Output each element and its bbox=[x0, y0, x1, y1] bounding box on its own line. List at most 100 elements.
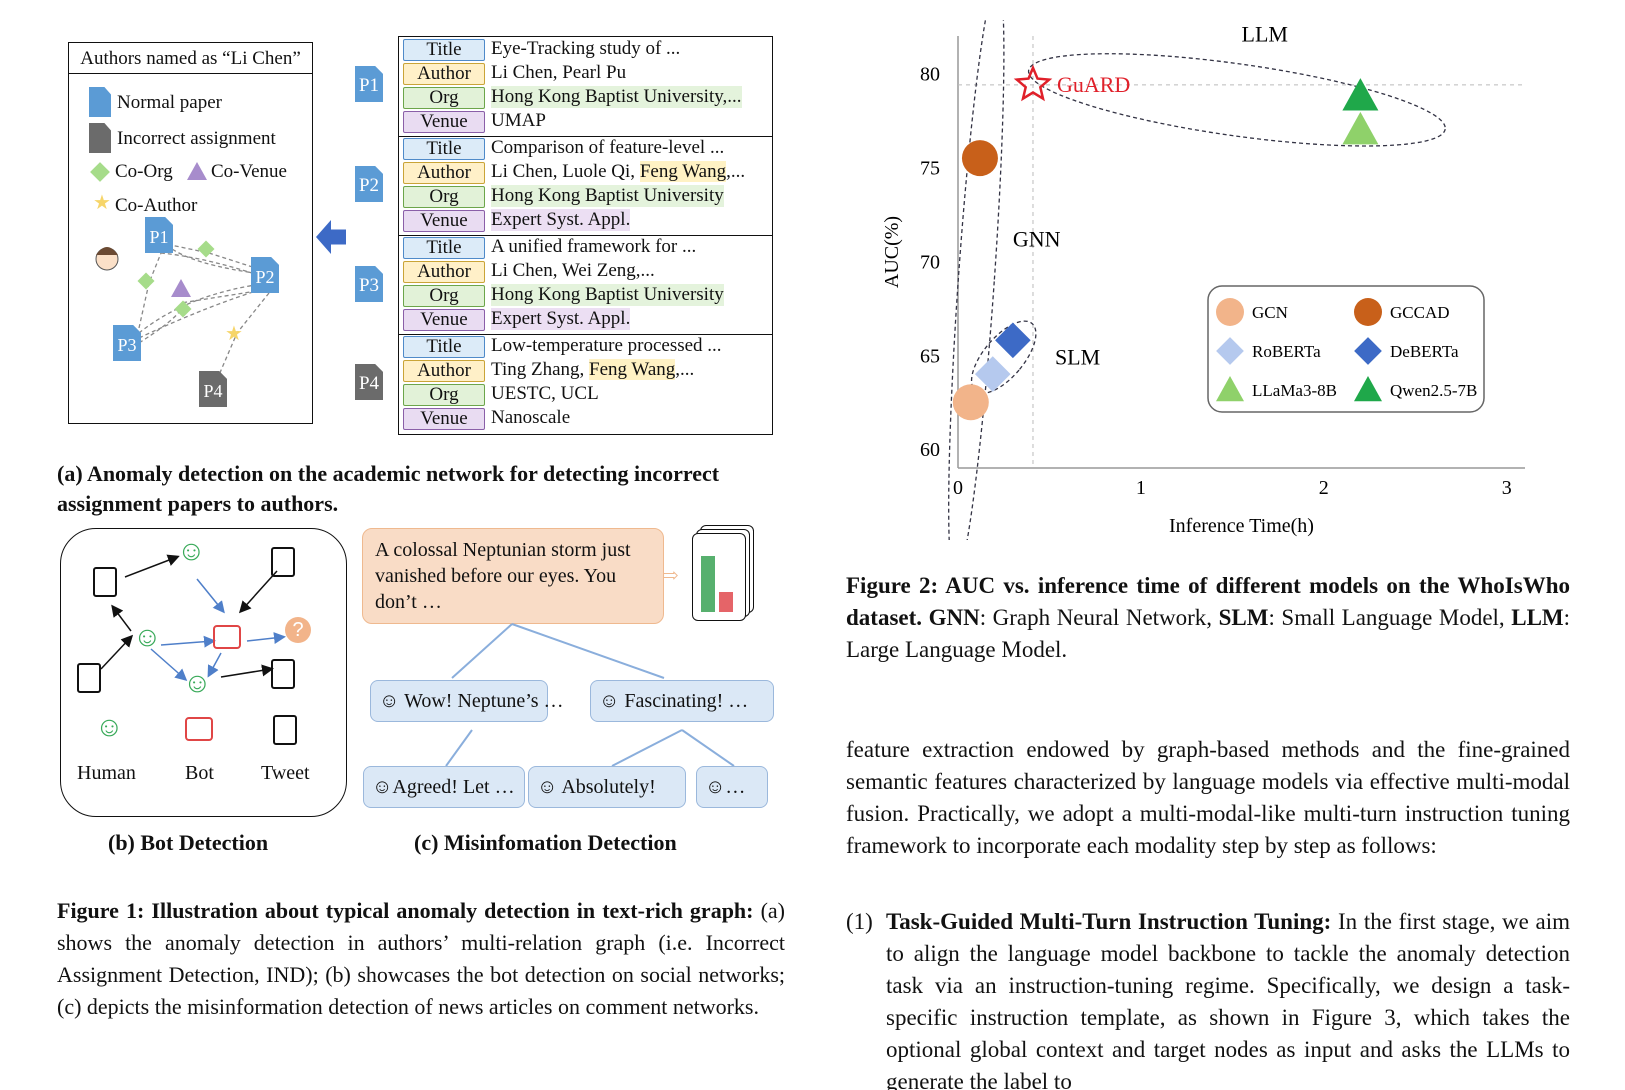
reply-bubble: ☺ Fascinating! … bbox=[590, 680, 774, 722]
reply-bubble: ☺ Absolutely! bbox=[528, 766, 686, 808]
list-item-number: (1) bbox=[846, 909, 873, 934]
list-item-text: In the first stage, we aim to align the … bbox=[886, 909, 1570, 1090]
shared-author: Feng Wang bbox=[589, 359, 676, 380]
data-point-roberta bbox=[974, 356, 1011, 392]
legend-label: Qwen2.5-7B bbox=[1390, 381, 1477, 400]
reply-text: … bbox=[725, 776, 746, 798]
paper-row-p2: Title Comparison of feature-level ... Au… bbox=[399, 136, 772, 236]
news-post-bubble: A colossal Neptunian storm just vanished… bbox=[362, 528, 664, 624]
comment-tree-edges bbox=[445, 623, 735, 767]
figure1-caption-label: Figure 1: Illustration about typical ano… bbox=[57, 898, 754, 923]
legend-label: RoBERTa bbox=[1252, 342, 1321, 361]
legend-box: Authors named as “Li Chen” Normal paper … bbox=[68, 42, 313, 424]
paper-badge-p4: P4 bbox=[355, 364, 383, 400]
tag-venue: Venue bbox=[403, 408, 485, 430]
author-part: Ting Zhang, bbox=[491, 359, 590, 380]
llm-group-ellipse bbox=[1027, 53, 1446, 147]
bot-graph bbox=[100, 554, 286, 681]
x-tick-label: 2 bbox=[1319, 477, 1329, 499]
tag-venue: Venue bbox=[403, 309, 485, 331]
x-tick-label: 1 bbox=[1136, 477, 1146, 499]
user-icon: ☺ bbox=[599, 690, 625, 712]
news-chart-icon bbox=[692, 533, 746, 621]
node-p2: P2 bbox=[251, 257, 279, 293]
legend-marker-gccad bbox=[1354, 298, 1382, 326]
tag-org: Org bbox=[403, 285, 485, 307]
paper-org: Hong Kong Baptist University,... bbox=[491, 86, 742, 108]
bot-detection-panel: ☺ ☺ ☺ ? ☺ Human Bot Tweet bbox=[60, 528, 347, 817]
tag-author: Author bbox=[403, 63, 485, 85]
legend-normal-paper: Normal paper bbox=[117, 92, 222, 113]
gnn-text: : Graph Neural Network, bbox=[979, 605, 1219, 630]
data-point-gcn bbox=[952, 384, 989, 421]
tag-venue: Venue bbox=[403, 111, 485, 133]
normal-paper-icon bbox=[89, 87, 111, 117]
shared-author: Feng Wang bbox=[639, 161, 727, 182]
paper-title: Comparison of feature-level ... bbox=[491, 137, 725, 158]
author-part: ,... bbox=[675, 359, 695, 380]
figure1-caption-text: (a) shows the anomaly detection in autho… bbox=[57, 898, 786, 1019]
human-icon: ☺ bbox=[133, 622, 162, 653]
paper-org: Hong Kong Baptist University bbox=[491, 284, 724, 306]
tweet-icon bbox=[77, 663, 101, 693]
list-item-title: Task-Guided Multi-Turn Instruction Tunin… bbox=[886, 909, 1332, 934]
reply-text: Absolutely! bbox=[561, 776, 656, 798]
y-tick-label: 65 bbox=[920, 345, 940, 367]
co-author-star-icon: ★ bbox=[93, 192, 111, 214]
legend-label: GCN bbox=[1252, 303, 1288, 322]
legend-marker-gcn bbox=[1216, 298, 1244, 326]
fig1b-caption: (b) Bot Detection bbox=[108, 830, 269, 855]
reply-bubble: ☺Agreed! Let … bbox=[363, 766, 525, 808]
y-tick-label: 75 bbox=[920, 157, 940, 179]
tag-author: Author bbox=[403, 261, 485, 283]
paper-author: Li Chen, Pearl Pu bbox=[491, 62, 627, 83]
y-axis-label: AUC(%) bbox=[881, 216, 903, 288]
chart-legend bbox=[1207, 285, 1485, 413]
arrow-left-icon bbox=[316, 220, 346, 254]
y-tick-label: 70 bbox=[920, 251, 940, 273]
paper-org: Hong Kong Baptist University bbox=[491, 185, 724, 207]
paper-row-p3: Title A unified framework for ... Author… bbox=[399, 235, 772, 335]
user-icon: ☺ bbox=[705, 776, 726, 798]
slm-label: SLM bbox=[1218, 605, 1269, 630]
data-point-llama3-8b bbox=[1342, 111, 1379, 145]
data-point-deberta bbox=[995, 322, 1031, 359]
bot-legend-icon bbox=[185, 717, 213, 741]
tag-author: Author bbox=[403, 360, 485, 382]
human-icon: ☺ bbox=[177, 536, 206, 567]
legend-label: LLaMa3-8B bbox=[1252, 381, 1337, 400]
label-tweet: Tweet bbox=[261, 762, 310, 784]
data-point-guard bbox=[1013, 64, 1053, 102]
paper-venue: Expert Syst. Appl. bbox=[491, 308, 631, 330]
legend-co-org: Co-Org bbox=[115, 161, 173, 182]
user-icon: ☺ bbox=[372, 776, 393, 798]
llm-label: LLM bbox=[1511, 605, 1564, 630]
list-item: Task-Guided Multi-Turn Instruction Tunin… bbox=[886, 906, 1570, 1090]
tweet-legend-icon bbox=[273, 715, 297, 745]
legend-co-author: Co-Author bbox=[115, 195, 198, 216]
gnn-group-label: GNN bbox=[1013, 226, 1061, 251]
node-p3: P3 bbox=[113, 325, 141, 361]
tag-title: Title bbox=[403, 336, 485, 358]
tag-venue: Venue bbox=[403, 210, 485, 232]
tag-title: Title bbox=[403, 39, 485, 61]
paper-row-p1: Title Eye-Tracking study of ... Author L… bbox=[399, 37, 772, 137]
legend-label: DeBERTa bbox=[1390, 342, 1459, 361]
tweet-icon bbox=[271, 659, 295, 689]
paper-org: UESTC, UCL bbox=[491, 383, 599, 404]
tweet-icon bbox=[271, 547, 295, 577]
fig1c-caption: (c) Misinfomation Detection bbox=[414, 830, 677, 855]
paper-author: Li Chen, Wei Zeng,... bbox=[491, 260, 655, 281]
legend-marker-qwen2-5-7b bbox=[1354, 376, 1382, 402]
author-part: Li Chen, Luole Qi, bbox=[491, 161, 640, 182]
llm-group-label: LLM bbox=[1242, 22, 1288, 47]
paper-badge-p2: P2 bbox=[355, 166, 383, 202]
y-tick-label: 60 bbox=[920, 439, 940, 461]
user-icon: ☺ bbox=[537, 776, 562, 798]
tag-title: Title bbox=[403, 138, 485, 160]
slm-group-label: SLM bbox=[1055, 345, 1100, 370]
llm-text: : Large Language Model. bbox=[846, 605, 1571, 662]
arrow-right-icon: ⇨ bbox=[662, 565, 679, 587]
paper-venue: Nanoscale bbox=[491, 407, 571, 428]
tag-author: Author bbox=[403, 162, 485, 184]
